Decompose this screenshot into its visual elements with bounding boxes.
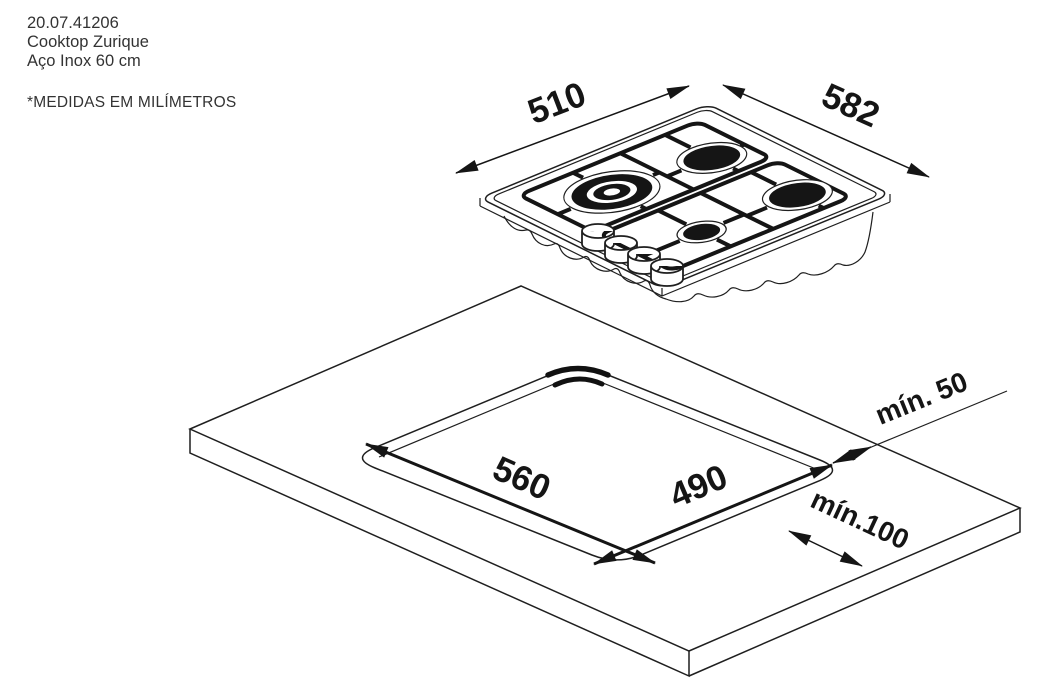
cooktop-side-face <box>479 194 891 297</box>
dim-label-cutout-depth: 490 <box>664 457 733 516</box>
cutout-opening <box>361 367 834 561</box>
dim-line-cooktop-depth <box>455 85 690 174</box>
countertop-drawing: 560 490 mín. 50 mín.100 <box>188 285 1022 678</box>
product-code: 20.07.41206 <box>27 14 119 32</box>
control-knobs <box>581 223 684 287</box>
cooktop-drawing: 510 582 <box>455 75 930 303</box>
countertop-surface <box>188 285 1022 652</box>
burner-medium-back-right <box>749 173 846 216</box>
units-note: *MEDIDAS EM MILÍMETROS <box>27 94 237 111</box>
cutout-corner-arc-inner <box>552 376 605 388</box>
grate-divider-right <box>701 193 773 229</box>
product-material: Aço Inox 60 cm <box>27 52 141 70</box>
cooktop-skirt <box>503 211 874 303</box>
countertop-thickness <box>189 429 1021 678</box>
dim-line-cutout-depth <box>593 463 833 566</box>
dim-label-cooktop-width: 582 <box>816 76 885 135</box>
clearance-side-arrow <box>832 446 872 464</box>
clearance-front-label: mín.100 <box>806 483 914 555</box>
clearance-side-label: mín. 50 <box>871 366 972 431</box>
title-block: 20.07.41206 Cooktop Zurique Aço Inox 60 … <box>27 14 236 112</box>
burner-small-front-right <box>667 217 735 248</box>
clearance-side-leader <box>868 390 1008 449</box>
dim-label-cooktop-depth: 510 <box>523 75 592 132</box>
product-name: Cooktop Zurique <box>27 33 149 51</box>
clearance-front-arrow <box>788 530 863 567</box>
burner-large <box>545 162 679 222</box>
cutout-inner-wall <box>378 378 822 472</box>
cutout-corner-arc-outer <box>545 365 611 378</box>
knob-4 <box>650 258 684 287</box>
dim-line-cooktop-width <box>722 84 930 178</box>
